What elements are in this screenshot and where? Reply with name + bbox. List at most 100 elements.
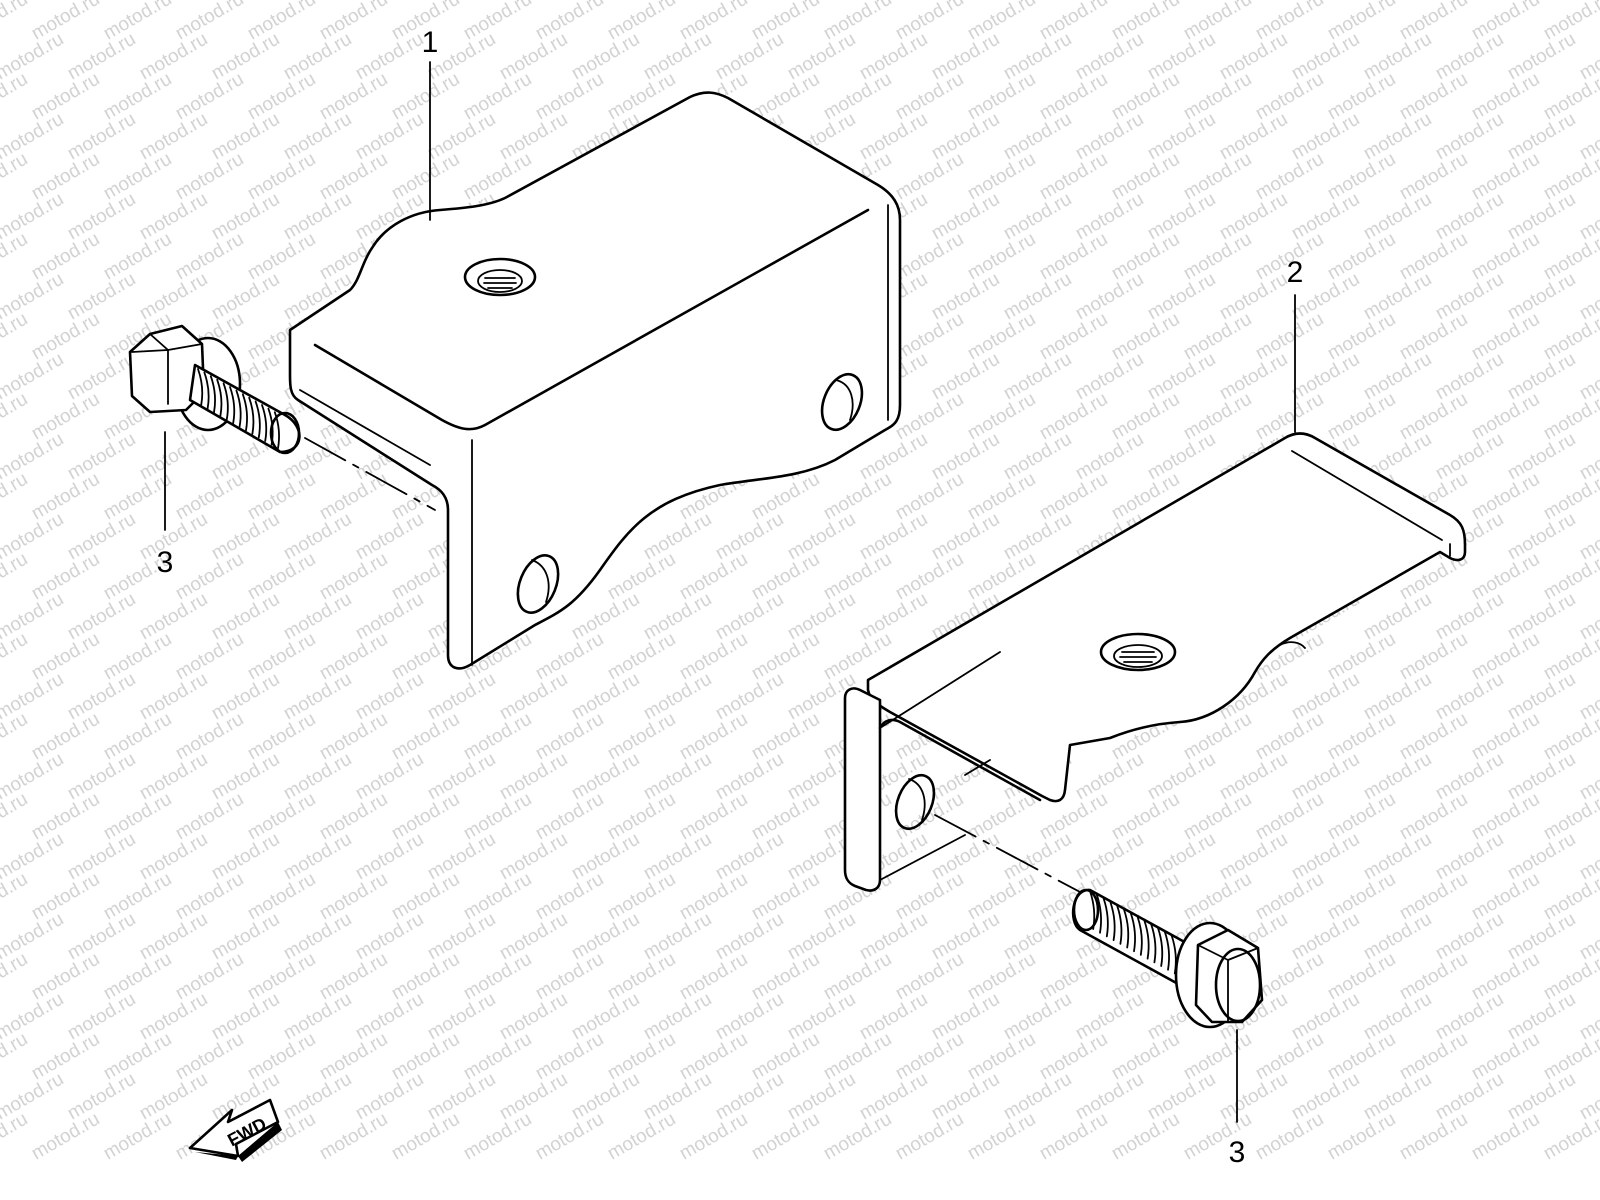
watermark-text: motod.ru <box>424 909 499 965</box>
watermark-text: motod.ru <box>748 0 823 44</box>
watermark-text: motod.ru <box>604 1029 679 1085</box>
watermark-text: motod.ru <box>280 829 355 885</box>
watermark-text: motod.ru <box>1504 29 1579 85</box>
watermark-text: motod.ru <box>640 589 715 645</box>
watermark-text: motod.ru <box>280 909 355 965</box>
watermark-text: motod.ru <box>0 309 31 365</box>
watermark-text: motod.ru <box>1144 29 1219 85</box>
watermark-text: motod.ru <box>1216 829 1291 885</box>
watermark-text: motod.ru <box>640 29 715 85</box>
watermark-text: motod.ru <box>784 909 859 965</box>
watermark-text: motod.ru <box>1000 349 1075 405</box>
watermark-text: motod.ru <box>1108 149 1183 205</box>
watermark-text: motod.ru <box>352 669 427 725</box>
watermark-text: motod.ru <box>820 1029 895 1085</box>
watermark-text: motod.ru <box>676 709 751 765</box>
watermark-text: motod.ru <box>532 869 607 925</box>
watermark-text: motod.ru <box>1000 269 1075 325</box>
bolt-3-right <box>1071 888 1264 1029</box>
watermark-text: motod.ru <box>928 909 1003 965</box>
watermark-text: motod.ru <box>1468 1029 1543 1085</box>
watermark-text: motod.ru <box>28 869 103 925</box>
watermark-text: motod.ru <box>460 1029 535 1085</box>
watermark-text: motod.ru <box>892 389 967 445</box>
watermark-text: motod.ru <box>388 709 463 765</box>
watermark-text: motod.ru <box>388 1029 463 1085</box>
watermark-text: motod.ru <box>1504 189 1579 245</box>
watermark-text: motod.ru <box>352 1069 427 1125</box>
watermark-text: motod.ru <box>28 949 103 1005</box>
watermark-text: motod.ru <box>1072 269 1147 325</box>
watermark-text: motod.ru <box>1432 109 1507 165</box>
watermark-text: motod.ru <box>532 629 607 685</box>
watermark-text: motod.ru <box>100 629 175 685</box>
watermark-text: motod.ru <box>0 389 31 445</box>
watermark-text: motod.ru <box>496 109 571 165</box>
watermark-text: motod.ru <box>1288 669 1363 725</box>
watermark-text: motod.ru <box>352 109 427 165</box>
watermark-text: motod.ru <box>1036 469 1111 525</box>
watermark-text: motod.ru <box>676 0 751 44</box>
watermark-text: motod.ru <box>928 109 1003 165</box>
watermark-text: motod.ru <box>1504 749 1579 805</box>
watermark-text: motod.ru <box>136 909 211 965</box>
watermark-text: motod.ru <box>424 1069 499 1125</box>
watermark-text: motod.ru <box>496 829 571 885</box>
watermark-text: motod.ru <box>424 989 499 1045</box>
thread-ridge <box>1109 901 1116 941</box>
watermark-text: motod.ru <box>964 469 1039 525</box>
watermark-text: motod.ru <box>1036 229 1111 285</box>
watermark-text: motod.ru <box>1216 269 1291 325</box>
watermark-text: motod.ru <box>1036 1029 1111 1085</box>
callout-1: 1 <box>422 26 439 59</box>
watermark-text: motod.ru <box>748 1109 823 1165</box>
watermark-text: motod.ru <box>208 269 283 325</box>
watermark-text: motod.ru <box>1072 829 1147 885</box>
watermark-text: motod.ru <box>1432 909 1507 965</box>
watermark-text: motod.ru <box>1504 109 1579 165</box>
watermark-text: motod.ru <box>568 989 643 1045</box>
watermark-text: motod.ru <box>1288 989 1363 1045</box>
watermark-text: motod.ru <box>28 549 103 605</box>
bracket-1-side-hole-left <box>516 554 560 614</box>
watermark-text: motod.ru <box>1396 1029 1471 1085</box>
thread-ridge <box>1143 919 1150 960</box>
watermark-text: motod.ru <box>208 509 283 565</box>
thread-ridge <box>1157 927 1164 967</box>
watermark-text: motod.ru <box>100 69 175 125</box>
watermark-text: motod.ru <box>496 989 571 1045</box>
watermark-text: motod.ru <box>964 229 1039 285</box>
thread-ridge <box>1095 893 1102 934</box>
watermark-text: motod.ru <box>964 309 1039 365</box>
watermark-text: motod.ru <box>964 149 1039 205</box>
watermark-text: motod.ru <box>100 869 175 925</box>
watermark-text: motod.ru <box>1432 989 1507 1045</box>
watermark-text: motod.ru <box>136 749 211 805</box>
watermark-text: motod.ru <box>856 589 931 645</box>
watermark-text: motod.ru <box>1468 229 1543 285</box>
watermark-text: motod.ru <box>712 29 787 85</box>
watermark-text: motod.ru <box>316 549 391 605</box>
watermark-text: motod.ru <box>604 789 679 845</box>
watermark-text: motod.ru <box>460 1109 535 1165</box>
watermark-text: motod.ru <box>352 829 427 885</box>
watermark-text: motod.ru <box>1252 869 1327 925</box>
thread-ridge <box>1089 890 1096 930</box>
watermark-text: motod.ru <box>1180 229 1255 285</box>
watermark-text: motod.ru <box>712 1069 787 1125</box>
watermark-text: motod.ru <box>1036 0 1111 44</box>
watermark-text: motod.ru <box>1540 1109 1600 1165</box>
watermark-text: motod.ru <box>1036 149 1111 205</box>
bracket-1 <box>288 91 902 670</box>
watermark-text: motod.ru <box>64 749 139 805</box>
watermark-text: motod.ru <box>1360 909 1435 965</box>
watermark-text: motod.ru <box>244 549 319 605</box>
watermark-text: motod.ru <box>1180 149 1255 205</box>
watermark-text: motod.ru <box>712 509 787 565</box>
watermark-text: motod.ru <box>172 949 247 1005</box>
watermark-text: motod.ru <box>388 1109 463 1165</box>
watermark-text: motod.ru <box>172 709 247 765</box>
watermark-text: motod.ru <box>1432 29 1507 85</box>
watermark-text: motod.ru <box>208 589 283 645</box>
watermark-text: motod.ru <box>784 989 859 1045</box>
